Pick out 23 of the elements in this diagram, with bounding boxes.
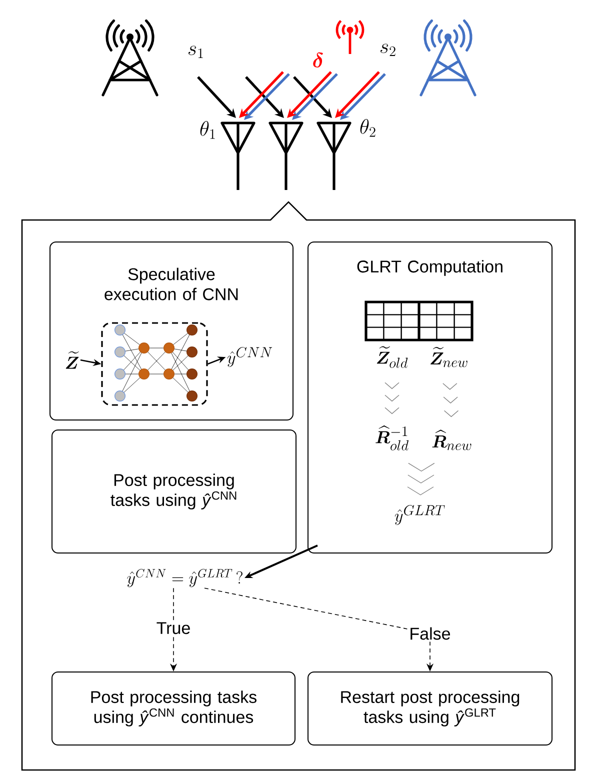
signal-label: $s_1$ [188,46,203,58]
math-label: $\widetilde{\boldsymbol{Z}}_{new}$ [430,347,468,368]
chevron-arrow [407,462,435,496]
signal-label: $\boldsymbol{\delta}$ [313,52,323,68]
callout-box [21,201,576,771]
chevron-arrow [442,383,459,418]
neural-network-box [101,322,208,406]
signal-label: $s_2$ [380,44,396,56]
math-label: $\widetilde{\boldsymbol{Z}}_{old}$ [376,346,408,368]
math-label: $\widehat{\boldsymbol{R}}_{old}^{-1}$ [376,425,409,450]
math-label: $\widehat{\boldsymbol{R}}_{new}$ [432,430,472,450]
process-box: Post processing tasks using ŷ$^{CNN}$ continues [52,672,296,746]
signal-label: $\theta_1$ [200,121,215,139]
math-label: $\hat{y}^{CNN} = \hat{y}^{GLRT}\,\mathrm{?}$ [127,568,242,588]
edge-label: False [407,625,453,642]
process-box: Post processing tasks using ŷ$^{CNN}$ [52,430,296,554]
chevron-arrow [384,382,400,414]
math-label: $\hat{y}^{GLRT}$ [394,504,445,525]
math-label: $\widetilde{\boldsymbol{Z}}$ [66,351,79,369]
signal-label: $\theta_2$ [360,119,376,137]
math-label: $\hat{y}^{CNN}$ [227,346,272,367]
process-box: Restart post processing tasks using ŷ$^{GLRT}$ [308,672,552,746]
edge-label: True [154,620,193,636]
